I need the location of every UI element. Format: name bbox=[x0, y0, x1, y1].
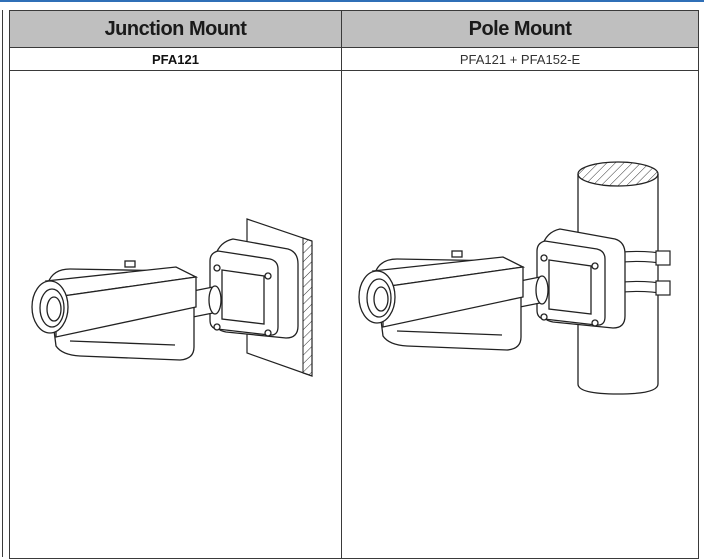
illustration-row bbox=[9, 70, 699, 559]
junction-mount-cell bbox=[9, 70, 342, 559]
column-header-pole-mount: Pole Mount bbox=[341, 10, 699, 48]
junction-mount-model: PFA121 bbox=[9, 47, 342, 71]
left-margin-rule bbox=[2, 10, 3, 557]
top-accent-bar bbox=[0, 0, 704, 2]
junction-box bbox=[209, 238, 299, 339]
bullet-camera-pole-mount-illustration bbox=[358, 161, 671, 395]
pole-mount-cell bbox=[341, 70, 699, 559]
column-header-junction-mount: Junction Mount bbox=[9, 10, 342, 48]
bullet-camera-wall-junction-mount-illustration bbox=[31, 218, 313, 377]
pole-mount-model: PFA121 + PFA152-E bbox=[341, 47, 699, 71]
header-row: Junction Mount Pole Mount bbox=[9, 10, 699, 48]
bullet-camera bbox=[358, 250, 526, 351]
junction-box bbox=[536, 228, 626, 329]
mount-options-table: Junction Mount Pole Mount PFA121 PFA121 … bbox=[9, 10, 699, 559]
bullet-camera bbox=[31, 260, 199, 361]
model-row: PFA121 PFA121 + PFA152-E bbox=[9, 47, 699, 71]
